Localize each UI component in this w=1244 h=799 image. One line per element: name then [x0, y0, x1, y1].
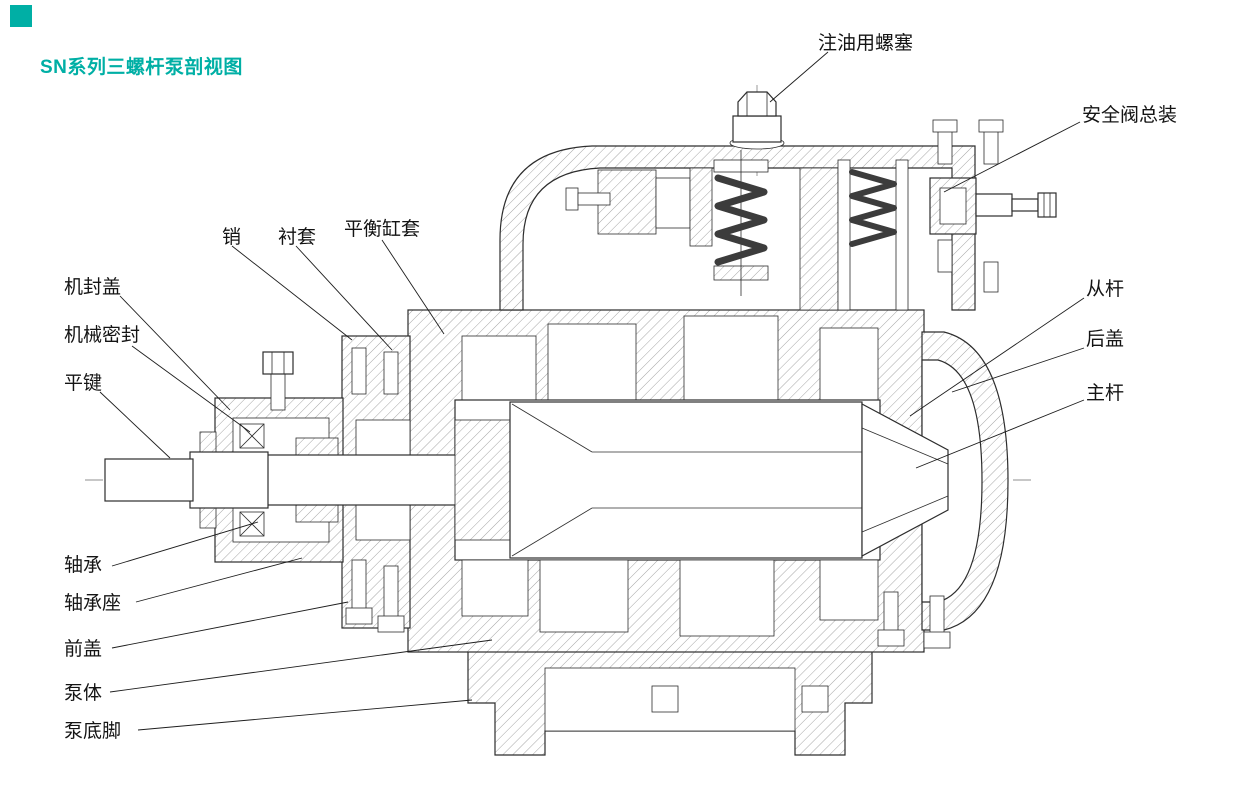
- main-relief-spring: [714, 174, 768, 266]
- label-mechanical-seal: 机械密封: [64, 325, 141, 346]
- label-balance-cylinder: 平衡缸套: [344, 219, 421, 240]
- valve-housing-part: [499, 145, 976, 311]
- label-oil-plug: 注油用螺塞: [818, 33, 914, 54]
- screw-assembly-part: [104, 401, 949, 559]
- label-main-screw: 主杆: [1086, 383, 1125, 404]
- rear-cover-part: [921, 331, 1009, 631]
- label-rear-cover: 后盖: [1086, 329, 1125, 350]
- label-pin: 销: [222, 227, 242, 248]
- safety-valve-part: [929, 119, 1057, 293]
- page-title: SN系列三螺杆泵剖视图: [40, 57, 243, 78]
- label-pump-foot: 泵底脚: [64, 721, 122, 742]
- safety-valve-spring: [849, 169, 897, 247]
- label-idler-screw: 从杆: [1086, 279, 1125, 300]
- leader-lines: [99, 51, 1085, 731]
- label-pump-body: 泵体: [64, 683, 103, 704]
- label-seal-cover: 机封盖: [64, 277, 122, 298]
- label-bearing-seat: 轴承座: [64, 593, 122, 614]
- label-safety-valve: 安全阀总装: [1082, 105, 1178, 126]
- label-bearing: 轴承: [64, 555, 103, 576]
- label-bushing: 衬套: [278, 227, 317, 248]
- oil-plug-part: [729, 91, 785, 150]
- pump-foot-part: [467, 649, 873, 756]
- brand-corner-square: [10, 5, 32, 27]
- label-front-cover: 前盖: [64, 639, 103, 660]
- body-bolts: [877, 591, 951, 649]
- label-flat-key: 平键: [64, 373, 103, 394]
